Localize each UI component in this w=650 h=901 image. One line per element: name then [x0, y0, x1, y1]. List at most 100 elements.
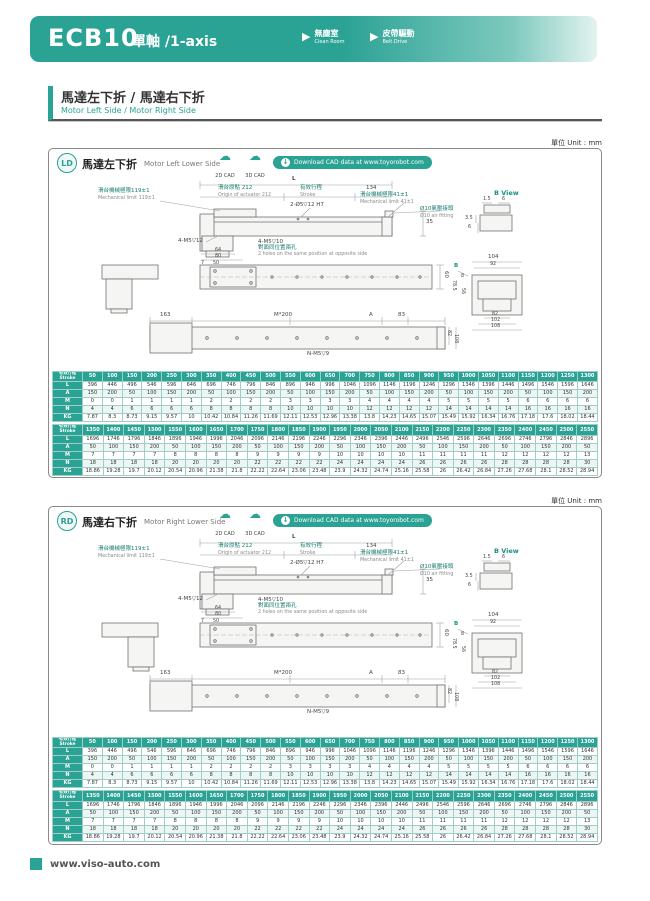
table-cell: 4 — [82, 771, 103, 781]
stroke-header-cell: 300 — [180, 370, 202, 383]
table-cell: 3 — [319, 397, 341, 407]
table-cell: 25.16 — [390, 832, 413, 842]
cloud-download-icon: ☁ — [219, 149, 231, 163]
dim-60: 60 — [442, 629, 449, 636]
stroke-header-cell: 1850 — [287, 790, 310, 802]
table-cell: 2696 — [493, 434, 516, 444]
table-cell: 2046 — [226, 800, 248, 810]
stroke-header-cell: 1000 — [458, 370, 479, 383]
dim-oppo-en: 2 holes on the same position at opposite… — [258, 252, 368, 257]
table-cell: 8 — [260, 405, 281, 415]
table-cell: 24.32 — [349, 832, 372, 842]
motor-fold-detail-drawing — [101, 622, 159, 672]
table-cell: 596 — [161, 747, 182, 757]
table-cell: 796 — [240, 381, 262, 391]
table-cell: 12 — [418, 405, 440, 415]
table-cell: N — [52, 824, 83, 834]
table-cell: 746 — [220, 747, 242, 757]
table-cell: 596 — [161, 381, 182, 391]
dim-n-m5-9: N-M5▽9 — [307, 351, 330, 357]
table-cell: 50 — [576, 808, 598, 818]
cad-3d-label: 3D CAD — [245, 173, 265, 179]
table-cell: 100 — [537, 755, 559, 765]
dim-4m5-10: 4-M5▽10 — [258, 597, 283, 603]
cloud-download-icon: ☁ — [249, 507, 261, 521]
cad-2d-link[interactable]: ☁ 2D CAD — [211, 149, 239, 181]
table-cell: 20 — [164, 824, 186, 834]
table-cell: 11 — [432, 816, 454, 826]
table-cell: 100 — [349, 442, 372, 452]
table-cell: 846 — [260, 747, 281, 757]
stroke-header-cell: 有效行程 Stroke — [52, 736, 83, 749]
table-cell: 50 — [200, 389, 222, 399]
table-cell: 8 — [184, 450, 207, 460]
table-cell: 2646 — [473, 800, 495, 810]
table-cell: 1846 — [143, 434, 166, 444]
table-cell: 50 — [121, 755, 143, 765]
table-cell: 2 — [200, 763, 222, 773]
table-cell: 2746 — [514, 800, 537, 810]
table-cell: 22.64 — [267, 466, 289, 476]
table-cell: 4 — [398, 763, 420, 773]
table-cell: 50 — [359, 389, 380, 399]
stroke-header-cell: 1050 — [477, 370, 499, 383]
dim-92: 92 — [490, 262, 497, 267]
table-cell: 17.6 — [537, 779, 559, 789]
table-cell: 1046 — [339, 381, 361, 391]
stroke-header-cell: 2000 — [349, 790, 372, 802]
table-cell: 26.42 — [452, 832, 475, 842]
cad-3d-link[interactable]: ☁ 3D CAD — [241, 507, 269, 539]
stroke-header-cell: 900 — [418, 736, 440, 749]
table-cell: 5 — [458, 397, 479, 407]
table-cell: 24 — [370, 458, 392, 468]
b-view-detail-drawing — [479, 562, 513, 590]
table-cell: 27.26 — [493, 466, 516, 476]
table-cell: 1246 — [418, 747, 440, 757]
stroke-header-cell: 2550 — [576, 424, 598, 436]
table-cell: 50 — [329, 808, 351, 818]
stroke-header-cell: 有效行程 Stroke — [52, 370, 83, 383]
table-cell: 2296 — [329, 800, 351, 810]
table-cell: 5 — [497, 763, 519, 773]
cad-2d-link[interactable]: ☁ 2D CAD — [211, 508, 239, 539]
stroke-header-cell: 1150 — [517, 370, 539, 383]
table-cell: 11 — [452, 816, 475, 826]
table-cell: 3 — [279, 397, 301, 407]
table-cell: 2 — [260, 397, 281, 407]
download-cad-button[interactable]: ↓ Download CAD data at www.toyorobot.com — [273, 156, 432, 169]
stroke-header-cell: 1400 — [102, 790, 125, 802]
header-banner: ECB10 單軸 /1-axis ▶ 無塵室 Clean Room ▶ 皮帶驅動… — [30, 16, 597, 62]
table-cell: 10 — [180, 779, 202, 789]
download-cad-button[interactable]: ↓ Download CAD data at www.toyorobot.com — [273, 514, 432, 527]
stroke-header-cell: 1200 — [537, 736, 559, 749]
arrow-right-icon: ▶ — [302, 30, 311, 44]
stroke-header-cell: 650 — [319, 736, 341, 749]
table-cell: 1 — [180, 763, 202, 773]
stroke-header-cell: 1300 — [576, 370, 599, 383]
stroke-header-cell: 2050 — [370, 790, 392, 802]
table-cell: 16.34 — [477, 413, 499, 423]
dim-2-holes: 2-Ø5▽12 H7 — [290, 560, 324, 566]
table-cell: 1746 — [102, 434, 125, 444]
stroke-header-cell: 1250 — [557, 370, 578, 383]
dim-134: 134 — [366, 185, 377, 191]
table-cell: 24 — [349, 824, 372, 834]
table-cell: 446 — [101, 747, 123, 757]
stroke-header-cell: 1450 — [123, 790, 145, 802]
table-cell: 11.69 — [260, 413, 281, 423]
dim-mech41-en: Mechanical limit 41±1 — [360, 200, 414, 205]
table-cell: 10 — [349, 816, 372, 826]
dim-mech41-en: Mechanical limit 41±1 — [360, 558, 414, 563]
table-cell: 50 — [438, 389, 460, 399]
table-cell: 150 — [123, 442, 145, 452]
cad-3d-link[interactable]: ☁ 3D CAD — [241, 150, 269, 181]
table-cell: 2746 — [514, 434, 537, 444]
table-cell: 2 — [240, 763, 262, 773]
table-cell: 15.49 — [438, 779, 460, 789]
stroke-header-cell: 2450 — [535, 790, 557, 802]
table-cell: 1846 — [143, 800, 166, 810]
table-cell: 20 — [226, 824, 248, 834]
stroke-header-cell: 2300 — [473, 424, 495, 436]
table-cell: 22 — [246, 458, 269, 468]
stroke-header-cell: 950 — [438, 370, 460, 383]
